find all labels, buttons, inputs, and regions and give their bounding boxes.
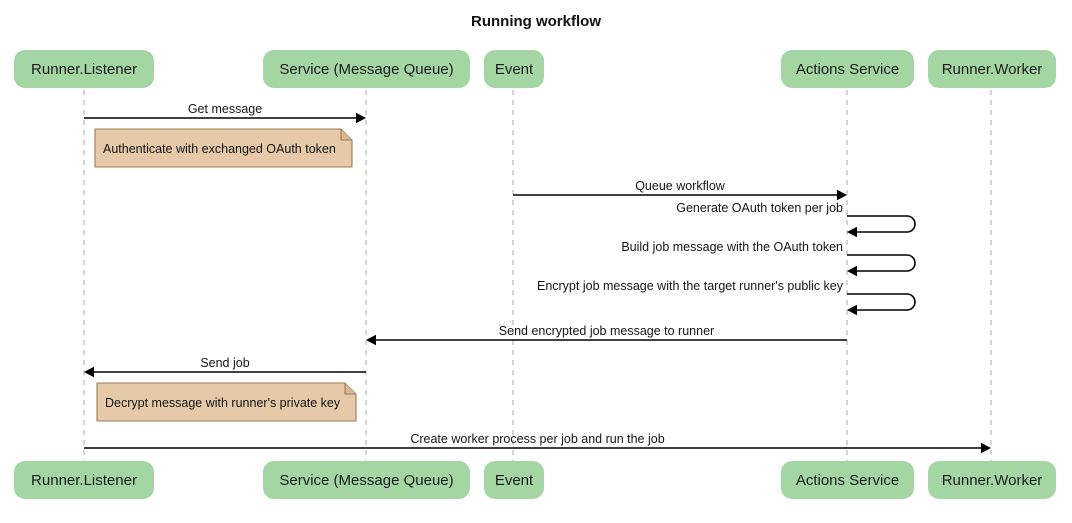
participant-event-top[interactable]: Event: [484, 50, 544, 88]
participant-label: Event: [495, 472, 534, 489]
participant-label: Service (Message Queue): [279, 61, 453, 78]
page-title: Running workflow: [471, 13, 601, 30]
message-label: Send job: [200, 356, 249, 370]
message-send-encrypted-job-message-to-runner[interactable]: Send encrypted job message to runner: [366, 324, 847, 346]
participant-label: Event: [495, 61, 534, 78]
participant-actions-service-top[interactable]: Actions Service: [781, 50, 914, 88]
participants-top: Runner.Listener Service (Message Queue) Ev…: [14, 50, 1056, 88]
message-build-job-message-with-the-oauth-token[interactable]: Build job message with the OAuth token: [621, 240, 916, 277]
participant-box[interactable]: [928, 461, 1056, 499]
participant-box[interactable]: [484, 50, 544, 88]
message-generate-oauth-token-per-job[interactable]: Generate OAuth token per job: [676, 201, 916, 238]
arrowhead: [837, 189, 847, 201]
participant-label: Runner.Worker: [942, 61, 1043, 78]
participant-box[interactable]: [263, 50, 470, 88]
arrowhead: [847, 265, 857, 277]
message-encrypt-job-message-with-the-target-runner-s-public-key[interactable]: Encrypt job message with the target runn…: [537, 279, 916, 316]
participant-box[interactable]: [263, 461, 470, 499]
note-fold-corner-icon: [344, 383, 356, 395]
participant-runner-listener-bottom[interactable]: Runner.Listener: [14, 461, 154, 499]
message-label: Create worker process per job and run th…: [410, 432, 664, 446]
participant-actions-service-bottom[interactable]: Actions Service: [781, 461, 914, 499]
message-create-worker-process-per-job-and-run-the-job[interactable]: Create worker process per job and run th…: [84, 432, 991, 454]
participant-label: Actions Service: [796, 472, 899, 489]
participant-box[interactable]: [14, 461, 154, 499]
message-label: Build job message with the OAuth token: [621, 240, 843, 254]
participant-box[interactable]: [484, 461, 544, 499]
arrowhead: [84, 366, 94, 378]
note-fold-corner-icon: [340, 129, 352, 141]
participant-service-message-queue-bottom[interactable]: Service (Message Queue): [263, 461, 470, 499]
participant-box[interactable]: [14, 50, 154, 88]
participant-label: Actions Service: [796, 61, 899, 78]
participant-box[interactable]: [781, 461, 914, 499]
self-loop-path: [847, 254, 916, 272]
participant-box[interactable]: [928, 50, 1056, 88]
message-label: Encrypt job message with the target runn…: [537, 279, 844, 293]
participant-label: Runner.Worker: [942, 472, 1043, 489]
participant-runner-listener-top[interactable]: Runner.Listener: [14, 50, 154, 88]
participant-runner-worker-bottom[interactable]: Runner.Worker: [928, 461, 1056, 499]
note-label: Decrypt message with runner's private ke…: [105, 396, 341, 410]
note-body: [96, 382, 357, 422]
participant-label: Service (Message Queue): [279, 472, 453, 489]
participants-bottom: Runner.Listener Service (Message Queue) Ev…: [14, 461, 1056, 499]
participant-label: Runner.Listener: [31, 472, 137, 489]
arrowhead: [366, 334, 376, 346]
lifelines-group: [83, 90, 992, 462]
participant-runner-worker-top[interactable]: Runner.Worker: [928, 50, 1056, 88]
note-authenticate-with-exchanged-oauth-token: Authenticate with exchanged OAuth token: [94, 128, 353, 168]
note-decrypt-message-with-runner-s-private-key: Decrypt message with runner's private ke…: [96, 382, 357, 422]
note-label: Authenticate with exchanged OAuth token: [103, 142, 336, 156]
self-loop-path: [847, 215, 916, 233]
message-label: Get message: [188, 102, 262, 116]
arrowhead: [847, 226, 857, 238]
note-body: [94, 128, 353, 168]
participant-box[interactable]: [781, 50, 914, 88]
message-label: Send encrypted job message to runner: [499, 324, 714, 338]
message-get-message[interactable]: Get message: [84, 102, 366, 124]
message-label: Queue workflow: [635, 179, 726, 193]
message-label: Generate OAuth token per job: [676, 201, 843, 215]
notes-group: Authenticate with exchanged OAuth tokenD…: [94, 128, 357, 422]
participant-event-bottom[interactable]: Event: [484, 461, 544, 499]
message-send-job[interactable]: Send job: [84, 356, 366, 378]
message-queue-workflow[interactable]: Queue workflow: [513, 179, 847, 201]
arrowhead: [847, 304, 857, 316]
arrowhead: [356, 112, 366, 124]
participant-service-message-queue-top[interactable]: Service (Message Queue): [263, 50, 470, 88]
self-loop-path: [847, 293, 916, 311]
arrowhead: [981, 442, 991, 454]
participant-label: Runner.Listener: [31, 61, 137, 78]
